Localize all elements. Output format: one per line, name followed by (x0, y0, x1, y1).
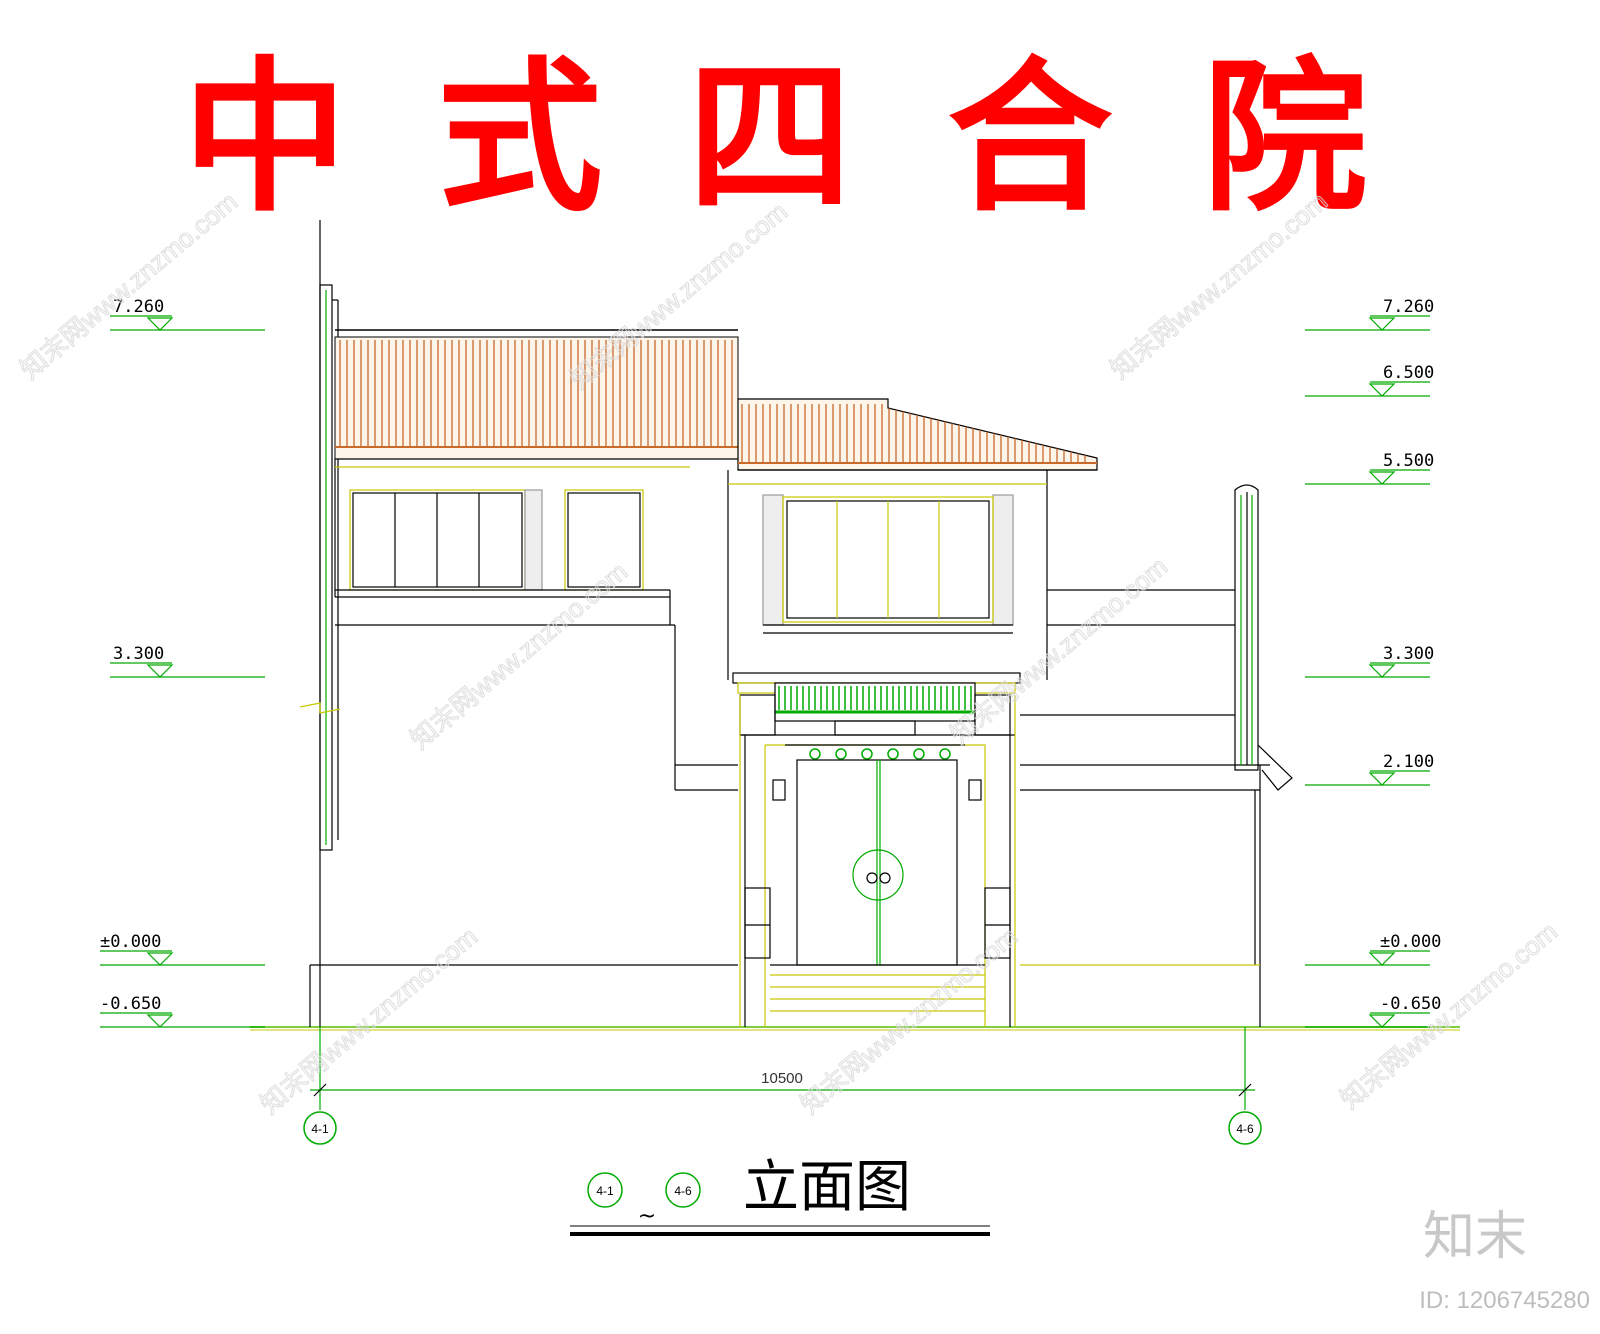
level-right-7260: 7.260 (1383, 297, 1434, 317)
caption-separator: ~ (638, 1204, 656, 1229)
side-roof (737, 398, 1098, 471)
dimension-line (310, 1027, 1255, 1110)
level-left-7260: 7.260 (113, 297, 164, 317)
lower-left-facade (309, 625, 738, 1027)
gate-stud (887, 748, 899, 760)
gate-stud (939, 748, 951, 760)
level-left-minus0650: -0.650 (100, 994, 161, 1014)
caption-bubble-from (587, 1172, 623, 1208)
caption-to: 4-6 (674, 1184, 692, 1198)
level-right-minus0650: -0.650 (1380, 994, 1441, 1014)
level-right-2100: 2.100 (1383, 752, 1434, 772)
level-right-6500: 6.500 (1383, 363, 1434, 383)
level-right-5500: 5.500 (1383, 451, 1434, 471)
gate-house (732, 672, 1021, 1027)
level-markers-right (1305, 315, 1430, 1028)
caption-bubble-to (665, 1172, 701, 1208)
axis-label-end: 4-6 (1236, 1122, 1254, 1136)
watermark-text-1: 知末网www.znzmo.com (15, 186, 243, 384)
title-char-3: 四 (688, 42, 853, 234)
title-char-5: 院 (1203, 42, 1368, 234)
main-roof (334, 329, 739, 460)
axis-label-start: 4-1 (311, 1122, 329, 1136)
watermark-text-5: 知末网www.znzmo.com (945, 551, 1173, 749)
left-gable-wall (299, 220, 341, 1027)
level-left-3300: 3.300 (113, 644, 164, 664)
axis-bubble-end (1228, 1111, 1262, 1145)
title-char-4: 合 (948, 42, 1113, 234)
upper-left-facade (334, 459, 690, 626)
watermarks: 知末网www.znzmo.com 知末网www.znzmo.com 知末网www… (14, 186, 1563, 1120)
title-char-1: 中 (183, 42, 348, 234)
watermark-text-8: 知末网www.znzmo.com (1335, 916, 1563, 1114)
watermark-text-4: 知末网www.znzmo.com (405, 556, 633, 754)
axis-bubble-start (303, 1111, 337, 1145)
caption-title: 立面图 (743, 1155, 911, 1220)
level-left-0000: ±0.000 (100, 932, 161, 952)
title-char-2: 式 (438, 42, 603, 234)
image-id: ID: 1206745280 (1419, 1287, 1590, 1314)
gate-stud (809, 748, 821, 760)
brand-logo: 知末 (1423, 1207, 1527, 1267)
upper-center-block (727, 470, 1048, 680)
right-facade (1020, 484, 1293, 1027)
level-right-0000: ±0.000 (1380, 932, 1441, 952)
gate-stud (835, 748, 847, 760)
level-markers-left (100, 315, 265, 1028)
gate-stud (861, 748, 873, 760)
title: 中 式 四 合 院 (183, 42, 1368, 234)
drawing-caption: 4-1 ~ 4-6 立面图 (570, 1155, 990, 1236)
gate-stud (913, 748, 925, 760)
caption-from: 4-1 (596, 1184, 614, 1198)
level-right-3300: 3.300 (1383, 644, 1434, 664)
dimension-value: 10500 (761, 1070, 803, 1087)
